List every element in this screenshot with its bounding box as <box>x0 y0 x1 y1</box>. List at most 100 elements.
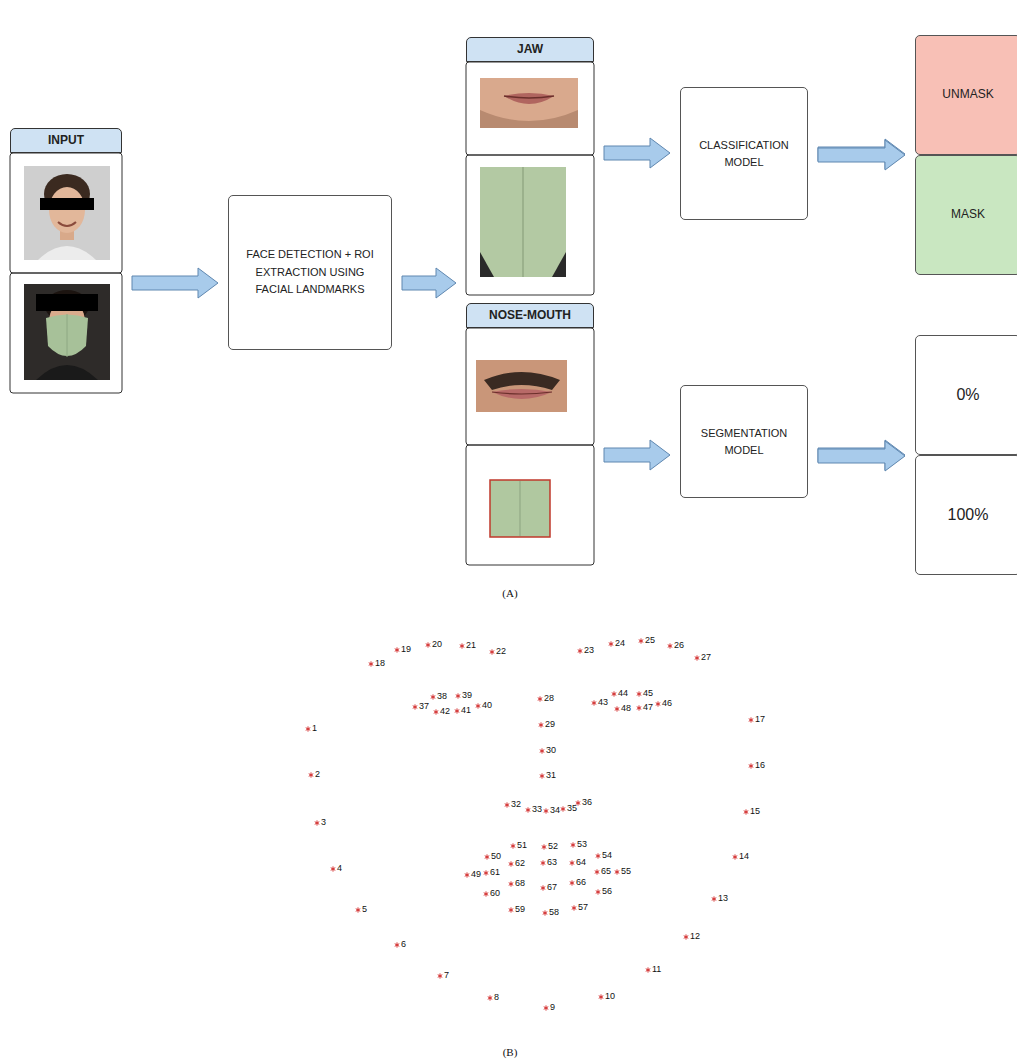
landmark-marker <box>542 846 547 849</box>
face-photo <box>58 222 76 226</box>
landmark-marker <box>637 705 642 710</box>
result-box: 0% <box>915 335 1017 455</box>
landmark-marker <box>595 869 600 874</box>
landmark-marker <box>315 822 320 825</box>
landmark-marker <box>509 909 514 912</box>
landmark-number: 17 <box>755 714 765 725</box>
nose-mouth-crop <box>476 360 567 412</box>
landmark-number: 51 <box>517 840 527 851</box>
block-arrow <box>132 268 218 298</box>
landmark-marker <box>395 944 400 947</box>
mask-jaw-crop <box>522 167 524 277</box>
landmark-number: 48 <box>621 703 631 714</box>
model-box: CLASSIFICATION MODEL <box>680 87 808 220</box>
landmark-marker <box>539 722 544 727</box>
landmark-marker <box>431 696 436 699</box>
jaw-crop <box>504 96 554 98</box>
landmark-marker <box>484 870 489 875</box>
landmark-marker <box>596 853 601 858</box>
landmark-marker <box>570 882 575 885</box>
landmark-number: 26 <box>674 640 684 651</box>
landmark-marker <box>484 893 489 896</box>
landmark-marker <box>578 650 583 653</box>
landmark-marker <box>544 1007 549 1010</box>
landmark-marker <box>544 810 549 813</box>
landmark-marker <box>596 891 601 894</box>
landmark-marker <box>485 856 490 859</box>
landmark-marker <box>656 703 661 706</box>
landmark-marker <box>572 907 577 910</box>
landmark-marker <box>369 663 374 666</box>
landmark-marker <box>413 704 418 709</box>
landmark-marker <box>540 773 545 778</box>
landmark-marker <box>712 896 717 901</box>
landmark-marker <box>695 657 700 660</box>
landmark-number: 33 <box>532 804 542 815</box>
landmark-marker <box>639 638 644 643</box>
landmark-number: 60 <box>490 888 500 899</box>
mask-jaw-crop <box>480 252 494 277</box>
landmark-marker <box>539 724 544 727</box>
landmark-marker <box>615 869 620 874</box>
landmark-marker <box>570 882 575 885</box>
landmark-number: 31 <box>546 770 556 781</box>
landmark-marker <box>744 811 749 814</box>
landmark-marker <box>599 996 604 999</box>
image-frame <box>466 155 594 295</box>
landmark-marker <box>749 765 754 768</box>
face-photo <box>24 166 110 260</box>
landmark-marker <box>509 863 514 866</box>
result-box: UNMASK <box>915 35 1017 155</box>
masked-face-photo <box>24 284 110 380</box>
box-text: 0% <box>956 385 979 406</box>
landmark-marker <box>526 807 531 812</box>
landmark-marker <box>488 997 493 1000</box>
mask-nose-mouth-crop <box>490 480 550 537</box>
landmark-marker <box>609 643 614 646</box>
landmark-marker <box>637 707 642 710</box>
landmark-number: 36 <box>582 797 592 808</box>
landmark-number: 39 <box>462 690 472 701</box>
landmark-marker <box>639 640 644 643</box>
landmark-marker <box>538 698 543 701</box>
landmark-number: 62 <box>515 858 525 869</box>
landmark-number: 54 <box>602 850 612 861</box>
landmark-marker <box>749 765 754 768</box>
landmark-marker <box>369 663 374 666</box>
landmark-marker <box>542 846 547 849</box>
landmark-number: 15 <box>750 806 760 817</box>
landmark-number: 37 <box>419 701 429 712</box>
landmark-marker <box>395 649 400 652</box>
landmark-marker <box>505 804 510 807</box>
landmark-marker <box>612 691 617 696</box>
landmark-marker <box>595 871 600 874</box>
landmark-marker <box>309 774 314 777</box>
landmark-marker <box>505 802 510 807</box>
landmark-marker <box>538 696 543 701</box>
image-column: INPUT <box>10 128 122 393</box>
landmark-number: 61 <box>490 867 500 878</box>
panel-label: (A) <box>502 586 517 600</box>
face-photo <box>38 246 96 260</box>
landmark-marker <box>668 643 673 648</box>
landmark-marker <box>306 726 311 731</box>
landmark-marker <box>615 708 620 711</box>
landmark-marker <box>395 649 400 652</box>
landmark-number: 7 <box>444 970 449 981</box>
landmark-number: 46 <box>662 698 672 709</box>
landmark-marker <box>460 645 465 648</box>
landmark-marker <box>646 969 651 972</box>
landmark-number: 3 <box>321 817 326 828</box>
landmark-number: 16 <box>755 760 765 771</box>
landmark-marker <box>509 907 514 912</box>
landmark-number: 19 <box>401 644 411 655</box>
image-frame <box>10 273 122 393</box>
block-arrow <box>402 268 456 298</box>
landmark-marker <box>543 912 548 915</box>
landmark-number: 8 <box>494 992 499 1003</box>
landmark-number: 56 <box>602 886 612 897</box>
landmark-number: 68 <box>515 878 525 889</box>
image-column: JAW <box>466 37 594 295</box>
image-frame <box>10 153 122 273</box>
landmark-marker <box>511 843 516 848</box>
